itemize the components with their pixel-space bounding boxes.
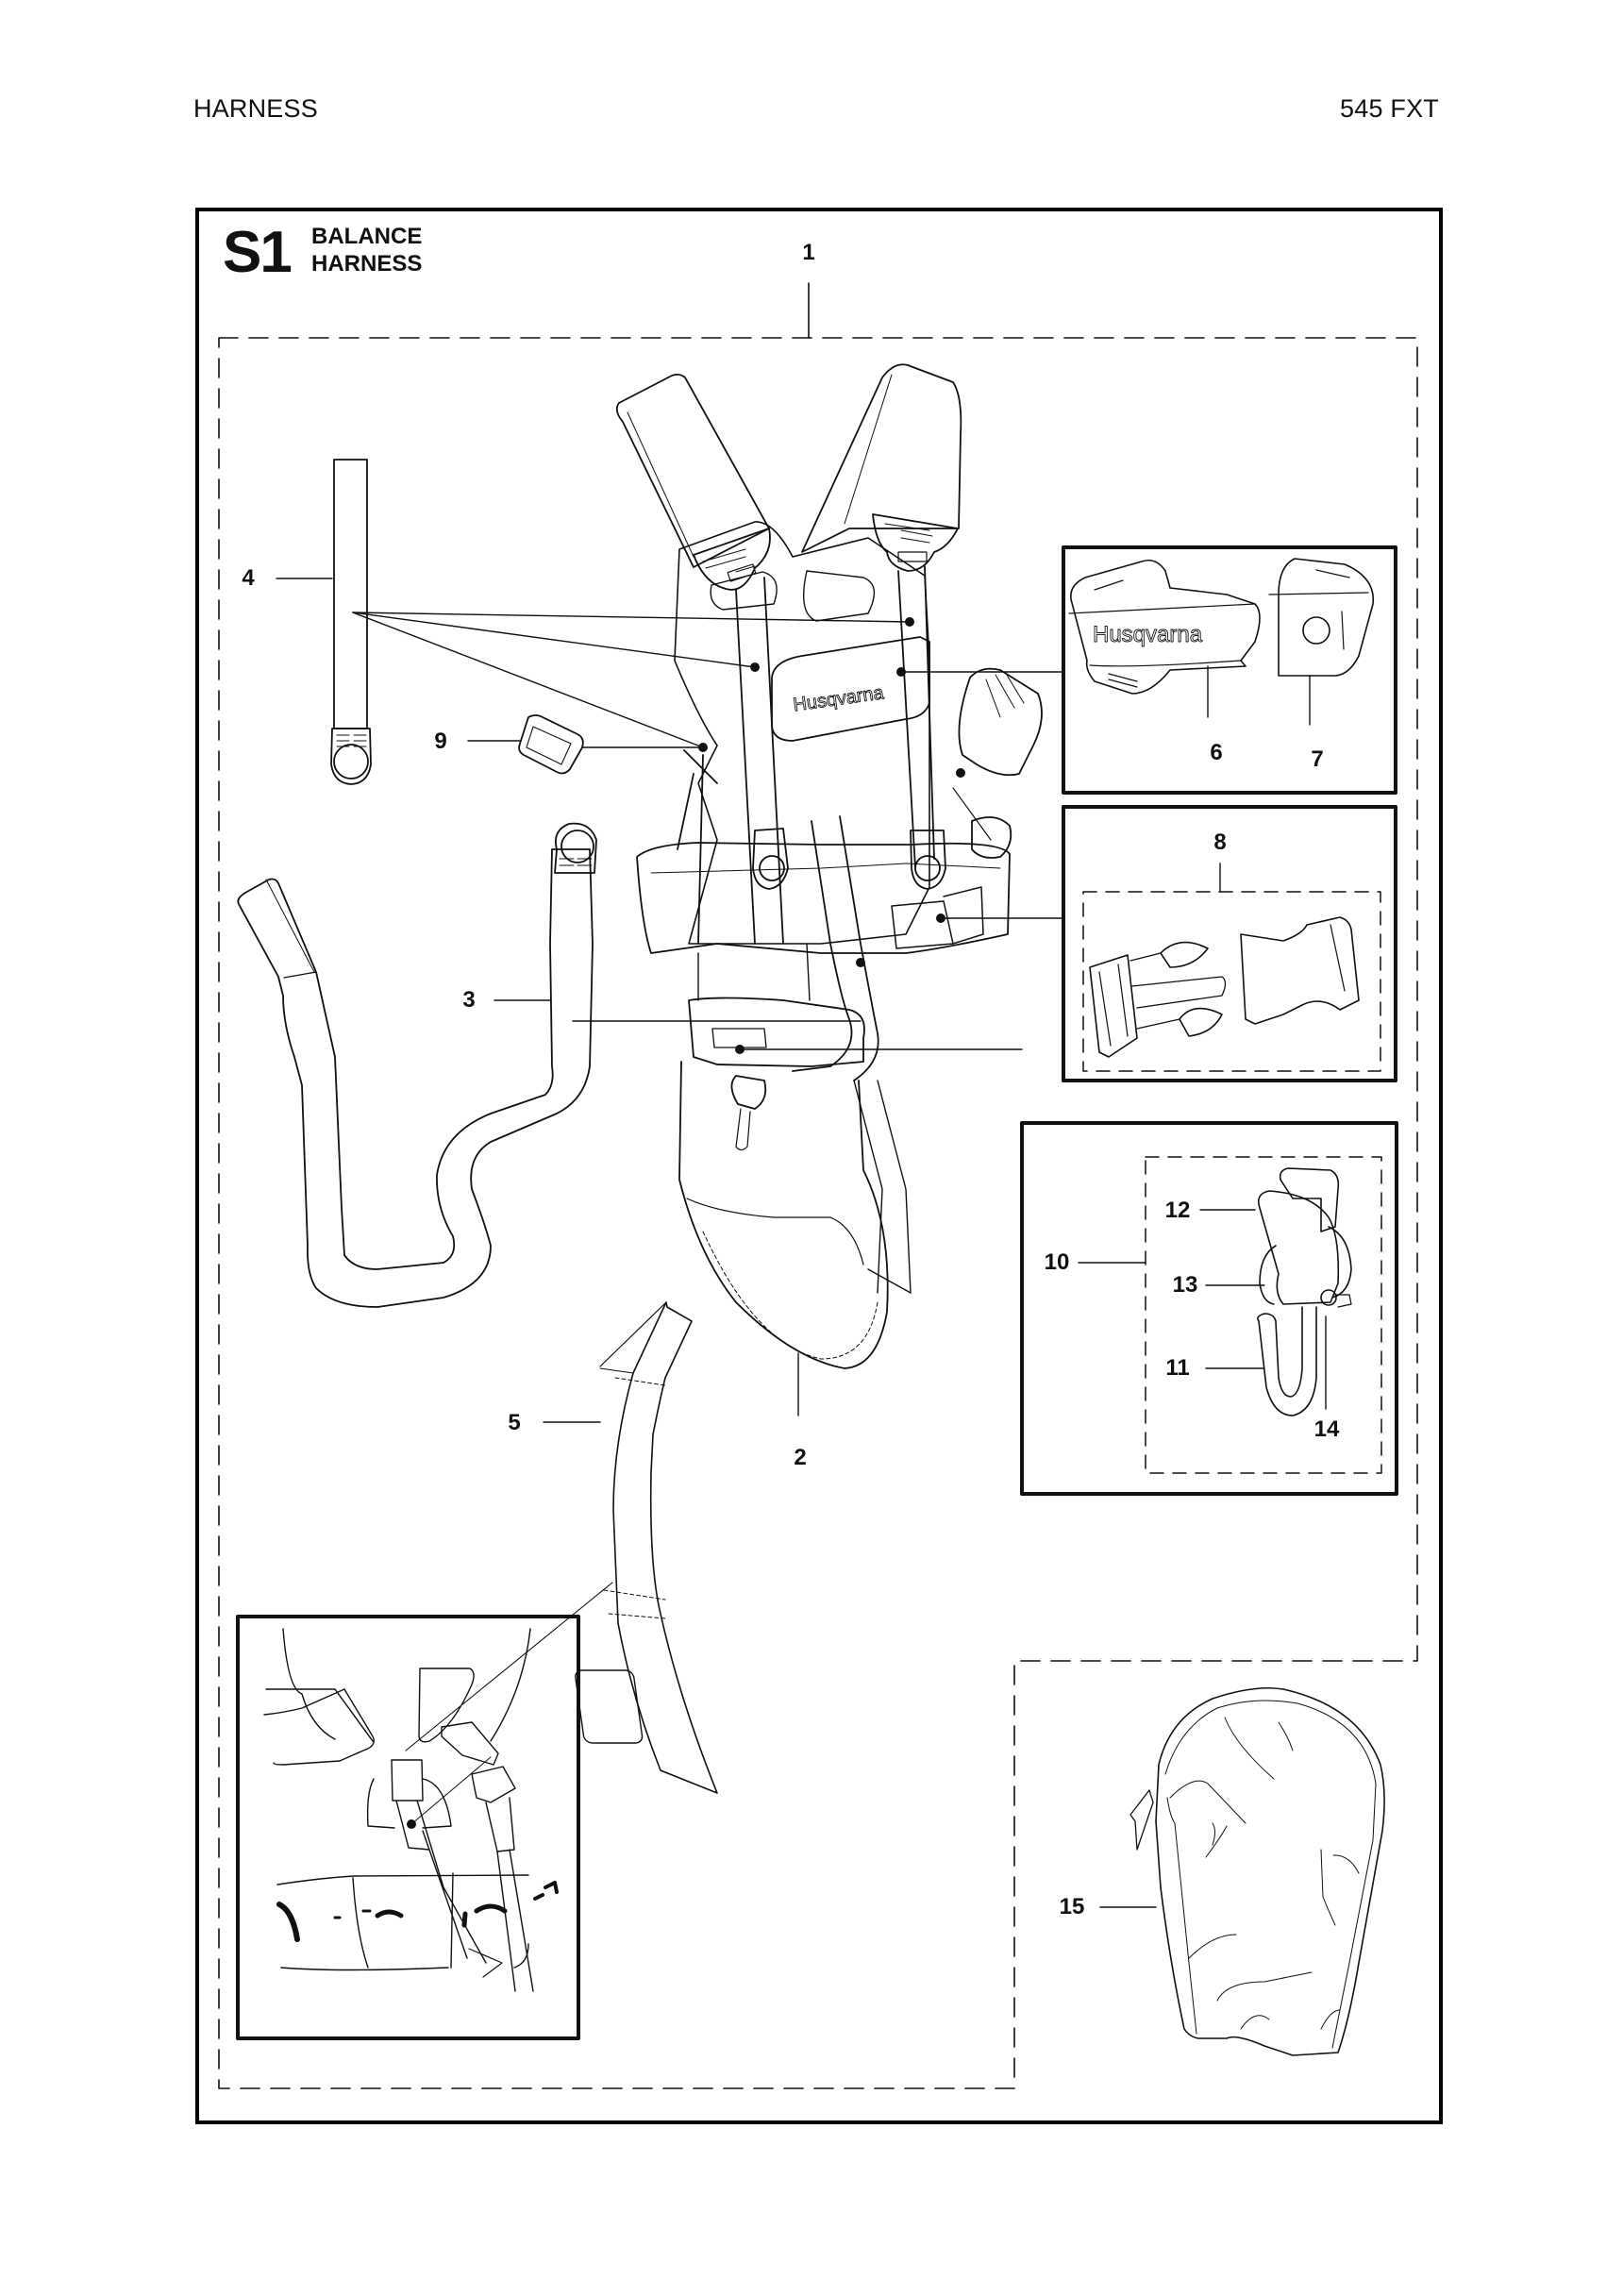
item-3-back-strap: [237, 822, 597, 1308]
callout-11: 11: [1165, 1355, 1190, 1381]
item-4-shoulder-strap: [330, 459, 372, 785]
buckle-kit-group: [1082, 891, 1381, 1072]
diagram-frame: [195, 208, 1443, 2124]
detail-box-6-7: [1062, 545, 1397, 795]
detail-box-8: [1062, 805, 1397, 1082]
callout-7: 7: [1311, 746, 1324, 772]
husqvarna-logo-detail: Husqvarna: [1093, 622, 1203, 647]
callout-5: 5: [508, 1410, 521, 1435]
section-title: BALANCE HARNESS: [311, 223, 422, 277]
section-title-line1: BALANCE: [311, 224, 423, 249]
inset-leader: [410, 1756, 492, 1825]
section-title-line2: HARNESS: [311, 251, 423, 277]
page-header-model: 545 FXT: [1340, 94, 1439, 123]
item-9-strap-slide: [518, 714, 584, 775]
hook-leaders: [739, 1048, 1327, 1410]
callout-9: 9: [434, 729, 447, 754]
callout-12: 12: [1164, 1198, 1191, 1223]
callout-14: 14: [1313, 1416, 1340, 1442]
item-15-carrying-bag: [1129, 1686, 1385, 2056]
item-8-buckle-kit: [1089, 916, 1360, 1058]
leader-lines-3: [494, 999, 862, 1022]
inset-back-view-drawing: [263, 1628, 644, 1992]
section-code: S1: [223, 220, 293, 285]
detail-box-10: [1020, 1121, 1398, 1496]
callout-8: 8: [1213, 830, 1227, 855]
callout-1: 1: [802, 240, 815, 265]
detail-inset-back: [236, 1615, 580, 2040]
harness-main-drawing: Husqvarna: [615, 363, 1043, 1369]
item-5-side-strap: [599, 1301, 718, 1794]
item-7-pad: [1268, 558, 1374, 677]
callout-2: 2: [794, 1445, 807, 1470]
leader-5b: [405, 1582, 613, 1751]
item-6-chest-plate: Husqvarna: [1068, 559, 1261, 695]
callout-13: 13: [1172, 1272, 1198, 1298]
callout-6: 6: [1210, 740, 1223, 765]
page-header-section: HARNESS: [193, 94, 318, 123]
callout-4: 4: [242, 565, 255, 591]
callout-3: 3: [462, 987, 476, 1013]
husqvarna-logo-main: Husqvarna: [792, 682, 886, 715]
items-11-14-hook: [1257, 1167, 1352, 1416]
leader-lines-4: [276, 578, 911, 748]
callout-15: 15: [1059, 1894, 1085, 1919]
leader-dots: [698, 617, 965, 1054]
assembly-group-boundary: [218, 337, 1418, 2089]
callout-10: 10: [1044, 1249, 1070, 1275]
hook-assembly-group: [1145, 1156, 1382, 1474]
